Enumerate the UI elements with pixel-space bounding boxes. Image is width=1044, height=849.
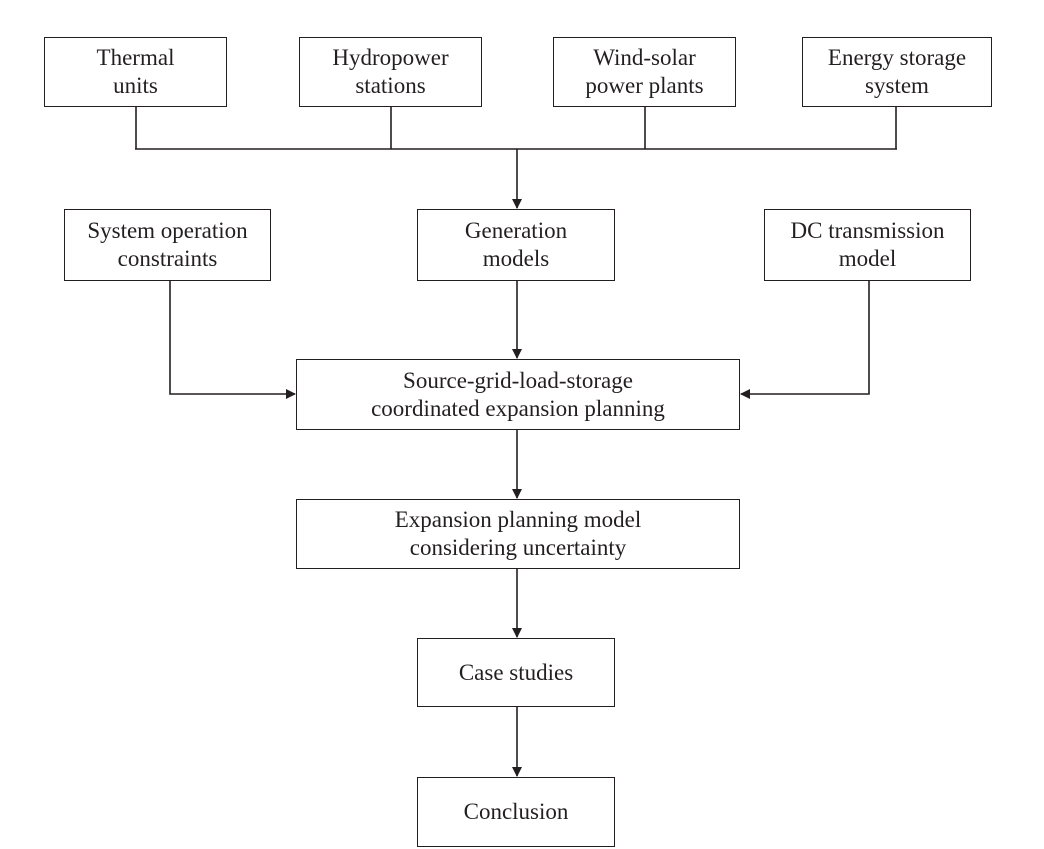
node-label-line: units xyxy=(113,73,158,98)
node-label-line: Wind-solar xyxy=(593,45,696,70)
node-label-line: DC transmission xyxy=(790,218,945,243)
node-label-line: Generation xyxy=(464,218,568,243)
energy-storage-box: Energy storage system xyxy=(802,37,992,107)
node-label-line: system xyxy=(865,73,929,98)
node-label-line: System operation xyxy=(87,218,248,243)
node-label-line: Energy storage xyxy=(827,45,967,70)
node-label-line: Case studies xyxy=(458,659,574,685)
node-label-line: Conclusion xyxy=(463,799,569,824)
coordinated-expansion-planning-box: Source-grid-load-storage coordinated exp… xyxy=(296,359,740,430)
node-label-line: Hydropower xyxy=(332,45,449,70)
node-label-line: considering uncertainty xyxy=(409,535,627,560)
node-label-line: Source-grid-load-storage xyxy=(403,367,633,393)
generation-models-box: Generation models xyxy=(417,209,615,281)
uncertainty-planning-model-box: Expansion planning model considering unc… xyxy=(296,499,740,569)
node-label-line: stations xyxy=(355,73,426,98)
dc-transmission-model-box: DC transmission model xyxy=(764,209,971,281)
hydropower-stations-box: Hydropower stations xyxy=(299,37,482,107)
arrow-dc-to-coord xyxy=(740,281,870,399)
system-operation-constraints-box: System operation constraints xyxy=(64,209,271,281)
wind-solar-plants-box: Wind-solar power plants xyxy=(553,37,736,107)
node-label-line: Expansion planning model xyxy=(394,507,642,532)
node-label-line: coordinated expansion planning xyxy=(371,395,665,421)
case-studies-box: Case studies xyxy=(417,638,615,707)
thermal-units-box: Thermal units xyxy=(44,37,227,107)
node-label-line: model xyxy=(838,246,897,271)
node-label-line: power plants xyxy=(585,73,704,98)
node-label-line: models xyxy=(482,246,550,271)
arrow-sysop-to-coord xyxy=(169,281,296,399)
node-label-line: constraints xyxy=(117,246,218,271)
node-label-line: Thermal xyxy=(96,45,175,70)
conclusion-box: Conclusion xyxy=(417,777,615,847)
